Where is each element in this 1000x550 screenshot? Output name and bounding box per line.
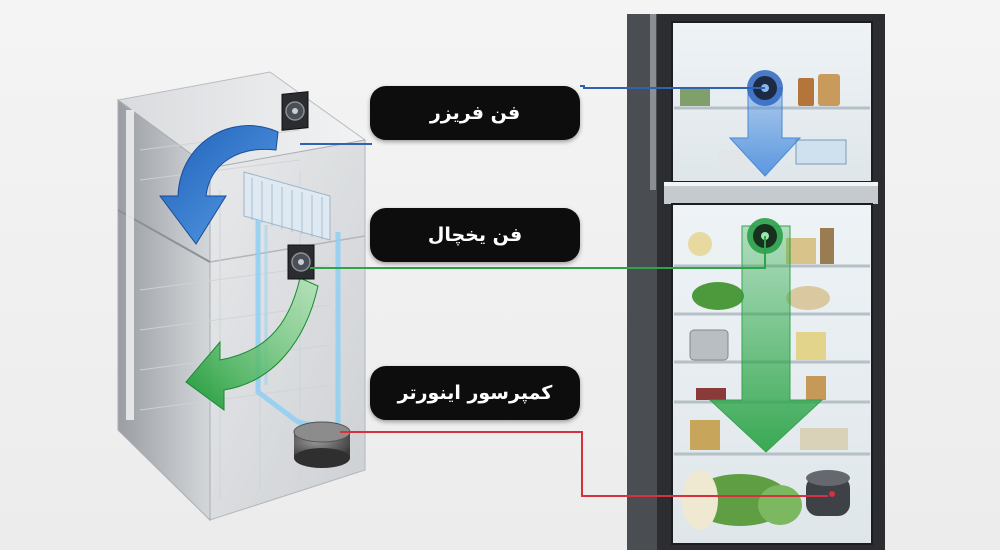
evaporator-fins xyxy=(243,171,331,241)
freezer-fan-label: فن فریزر xyxy=(370,86,580,140)
freezer-fan-icon xyxy=(281,91,309,131)
blue-airflow-arrow xyxy=(159,125,279,245)
freezer-connector-right xyxy=(580,85,765,89)
inverter-compressor-label: کمپرسور اینورتر xyxy=(370,366,580,420)
fridge-airflow-arrow xyxy=(708,225,824,453)
fridge-fan-label: فن یخچال xyxy=(370,208,580,262)
food-items xyxy=(680,74,848,530)
freezer-airflow-arrow xyxy=(728,87,802,177)
compressor-icon xyxy=(293,421,351,468)
compressor-icon-right xyxy=(806,470,850,516)
cutaway-refrigerator xyxy=(116,71,367,522)
fridge-fan-icon xyxy=(287,244,315,280)
green-airflow-arrow xyxy=(185,277,319,411)
compressor-connector xyxy=(340,431,828,497)
fridge-connector xyxy=(310,236,766,269)
open-refrigerator xyxy=(627,14,885,550)
connector-lines xyxy=(300,85,828,497)
